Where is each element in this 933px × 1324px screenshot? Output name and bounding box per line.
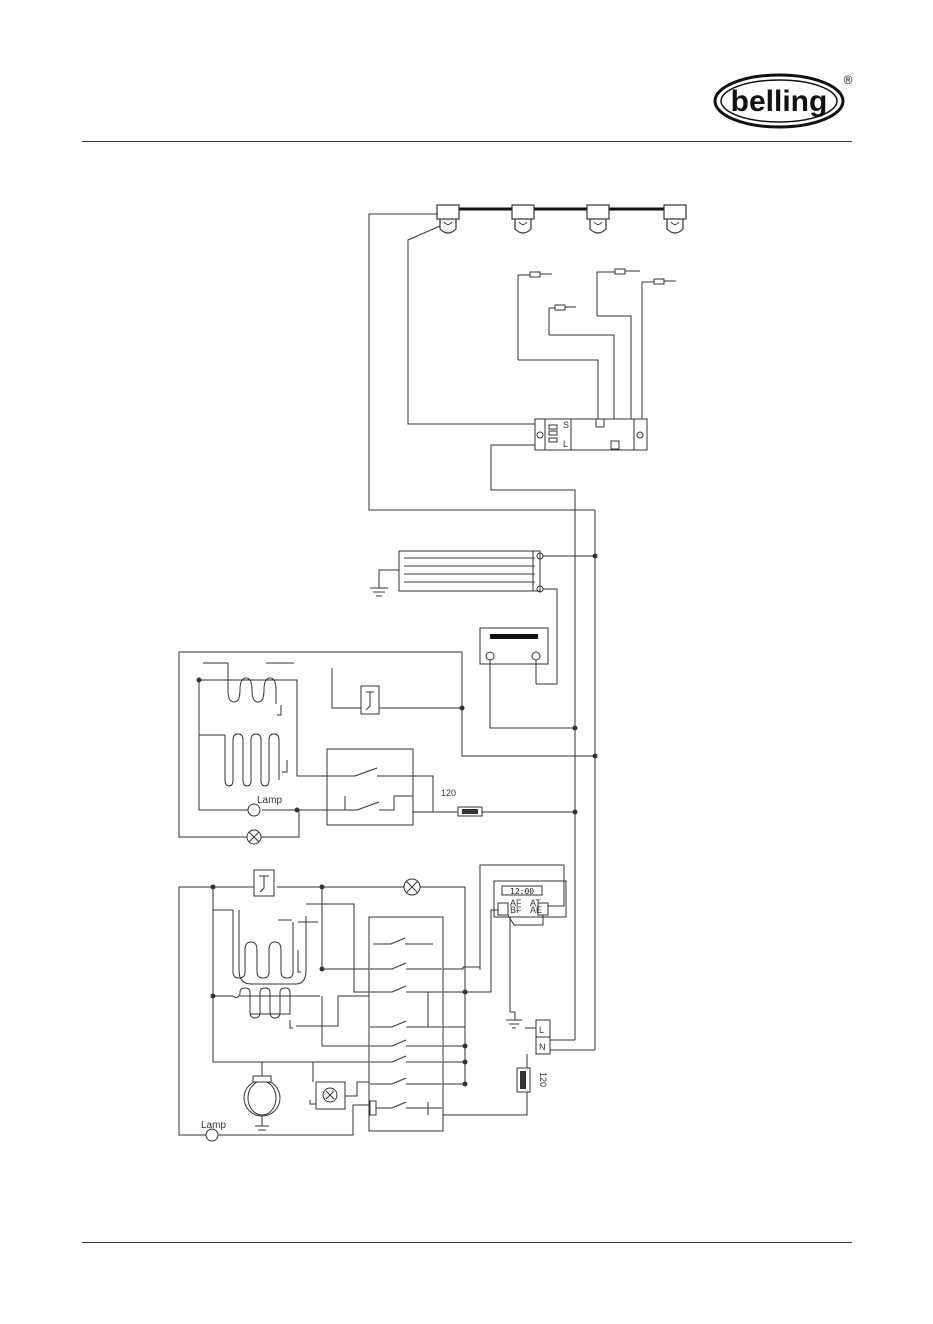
ignition-s-label: S: [563, 420, 569, 430]
voltage-upper-label: 120: [441, 788, 456, 798]
burner-1: [437, 205, 459, 233]
timer-clock: 12:00 AF BF AT AE: [463, 865, 566, 1012]
spark-generator: S L: [535, 419, 647, 450]
upper-oven-circuit: Lamp 120: [179, 652, 597, 844]
thermostat-box: [480, 628, 577, 730]
lamp-lower-label: Lamp: [201, 1120, 226, 1131]
voltage-lower-label: 120: [538, 1072, 548, 1087]
ignition-l-label: L: [563, 439, 568, 449]
burner-2: [512, 205, 534, 233]
mains-terminal: L N 120: [506, 1012, 595, 1092]
burner-row: [437, 205, 686, 233]
ignition-electrodes: [518, 269, 676, 440]
lower-oven-circuit: Lamp: [179, 870, 527, 1141]
timer-ch-bf: BF: [510, 905, 522, 915]
burner-3: [587, 205, 609, 233]
terminal-n-label: N: [539, 1042, 546, 1052]
timer-ch-ae: AE: [530, 905, 542, 915]
terminal-l-label: L: [539, 1025, 544, 1035]
timer-display: 12:00: [510, 887, 534, 896]
burner-4: [664, 205, 686, 233]
lamp-upper-label: Lamp: [257, 795, 282, 806]
